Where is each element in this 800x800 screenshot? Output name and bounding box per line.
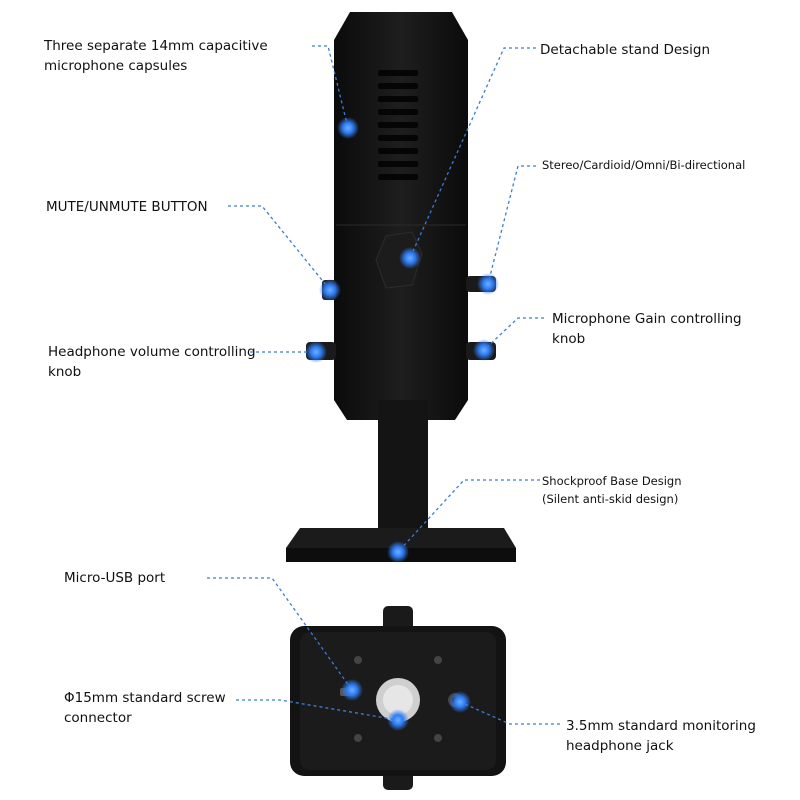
marker-screw (387, 709, 409, 731)
marker-usb (341, 679, 363, 701)
marker-capsules (337, 117, 359, 139)
bottom-view (290, 606, 506, 790)
marker-mute (319, 279, 341, 301)
callout-markers (305, 117, 499, 731)
marker-headphone-knob (305, 341, 327, 363)
label-stand: Detachable stand Design (540, 42, 711, 58)
label-pattern: Stereo/Cardioid/Omni/Bi-directional (542, 158, 746, 172)
microphone-body (306, 12, 496, 420)
label-screw: Φ15mm standard screw connector (64, 690, 226, 726)
label-base: Shockproof Base Design (Silent anti-skid… (542, 474, 682, 506)
stand-and-base (286, 400, 516, 562)
label-gain: Microphone Gain controlling knob (552, 311, 742, 347)
marker-jack (449, 691, 471, 713)
marker-stand (399, 247, 421, 269)
label-mute: MUTE/UNMUTE BUTTON (46, 199, 208, 215)
label-headphone-knob: Headphone volume controlling knob (48, 344, 256, 380)
marker-pattern (477, 273, 499, 295)
label-usb: Micro-USB port (64, 570, 166, 586)
label-capsules: Three separate 14mm capacitive microphon… (44, 38, 268, 74)
marker-base (387, 541, 409, 563)
label-jack: 3.5mm standard monitoring headphone jack (566, 718, 756, 754)
marker-gain (473, 339, 495, 361)
